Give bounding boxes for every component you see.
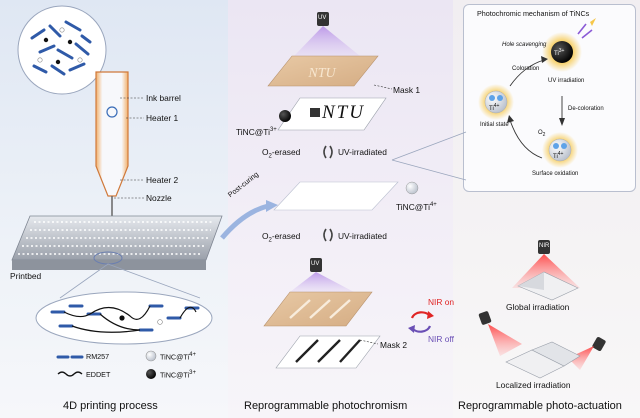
label-o2-erased-1: O2-erased — [262, 147, 301, 160]
caption-photochromism: Reprogrammable photochromism — [244, 400, 408, 412]
uv-lamp-top — [294, 12, 360, 56]
tinc-ti4-ball — [405, 181, 419, 195]
uv-lamp-bottom — [290, 258, 354, 292]
label-mask-2: Mask 2 — [380, 340, 407, 350]
uv-tag-bottom: UV — [311, 261, 320, 267]
ink-barrel — [95, 71, 129, 218]
label-o2-molecule: O2 — [538, 130, 546, 139]
film-ntu-text: NTU — [322, 102, 365, 123]
exchange-arrows-2 — [323, 228, 333, 242]
label-nozzle: Nozzle — [146, 193, 172, 203]
label-printbed: Printbed — [10, 271, 42, 281]
ink-zoom-bubble — [17, 5, 107, 95]
label-heater-2: Heater 2 — [146, 175, 179, 185]
mask-2 — [263, 291, 373, 327]
label-global-irradiation: Global irradiation — [506, 302, 570, 312]
uv-tag-top: UV — [318, 15, 327, 21]
nir-cycle-arrows — [408, 311, 434, 333]
label-hole-scavenging: Hole scavenging — [502, 42, 547, 48]
label-heater-1: Heater 1 — [146, 113, 179, 123]
label-surface-oxidation: Surface oxidation — [532, 171, 579, 177]
tinc-ti3-ball — [279, 110, 291, 122]
legend-glyphs — [56, 350, 157, 379]
film-stripes — [275, 335, 381, 369]
localized-folded-film — [505, 341, 581, 379]
localized-lamps — [478, 311, 606, 370]
label-localized-irradiation: Localized irradiation — [496, 380, 571, 390]
legend-tinc-ti3: TiNC@Ti3+ — [160, 370, 196, 380]
label-tinc-ti4: TiNC@Ti4+ — [396, 202, 437, 212]
legend-rm257: RM257 — [86, 352, 110, 361]
label-tinc-ti3: TiNC@Ti3+ — [236, 127, 277, 137]
label-uv-irradiated-1: UV-irradiated — [338, 147, 387, 157]
network-zoom — [35, 263, 213, 345]
particle-ti4-label: Ti4+ — [489, 103, 500, 112]
exchange-arrows-1 — [323, 145, 333, 159]
particle-ti4-label-2: Ti4+ — [553, 151, 564, 160]
printbed — [11, 215, 223, 270]
label-nir-off: NIR off — [428, 334, 454, 344]
legend-tinc-ti4: TiNC@Ti4+ — [160, 352, 196, 362]
mechanism-title: Photochromic mechanism of TiNCs — [477, 9, 590, 18]
label-uv-irradiated-2: UV-irradiated — [338, 231, 387, 241]
nir-tag: NIR — [539, 243, 550, 249]
label-initial-state: Initial state — [480, 122, 509, 128]
label-de-coloration: De-coloration — [568, 106, 604, 112]
global-nir-lamp — [512, 240, 580, 288]
post-curing-arrow — [220, 203, 269, 240]
mechanism-diagram — [478, 18, 596, 168]
film-white — [273, 181, 399, 211]
mask-1: NTU — [267, 55, 379, 87]
label-nir-on: NIR on — [428, 297, 455, 307]
label-o2-erased-2: O2-erased — [262, 231, 301, 244]
label-uv-irradiation: UV irradiation — [548, 78, 585, 84]
label-coloration: Coloration — [512, 66, 540, 72]
label-ink-barrel: Ink barrel — [146, 93, 181, 103]
legend-eddet: EDDET — [86, 370, 111, 379]
global-tent-film — [517, 271, 579, 301]
caption-4d-printing: 4D printing process — [63, 400, 158, 412]
particle-ti3-label: Ti3+ — [554, 48, 565, 57]
svg-text:NTU: NTU — [307, 66, 336, 81]
label-mask-1: Mask 1 — [393, 85, 420, 95]
caption-photo-actuation: Reprogrammable photo-actuation — [458, 400, 622, 412]
